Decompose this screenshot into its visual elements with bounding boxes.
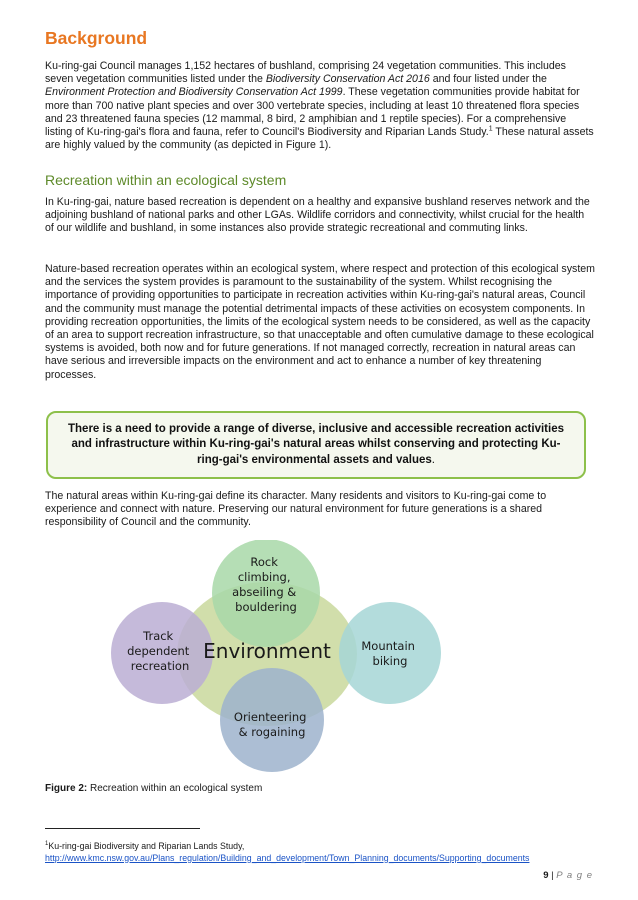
mountain-biking-circle — [339, 602, 441, 704]
key-message-callout: There is a need to provide a range of di… — [46, 411, 586, 479]
mountain-biking-line-1: Mountain — [361, 639, 415, 653]
track-recreation-label: Track dependent recreation — [127, 629, 193, 673]
track-recreation-circle — [111, 602, 213, 704]
track-line-3: recreation — [131, 659, 190, 673]
intro-paragraph: Ku-ring-gai Council manages 1,152 hectar… — [45, 60, 595, 152]
footnote-mark: 1 — [45, 841, 49, 848]
page-word: P a g e — [556, 870, 593, 881]
rock-climbing-label: Rock climbing, abseiling & bouldering — [232, 555, 300, 614]
footnote-link[interactable]: http://www.kmc.nsw.gov.au/Plans_regulati… — [45, 852, 530, 863]
act-title-1: Biodiversity Conservation Act 2016 — [265, 73, 430, 86]
orienteering-line-2: & rogaining — [239, 725, 306, 739]
rock-climbing-circle — [212, 540, 320, 647]
footnote-text: Ku-ring-gai Biodiversity and Riparian La… — [48, 841, 245, 851]
footnote-reference[interactable]: 1 — [488, 125, 493, 133]
recreation-paragraph: In Ku-ring-gai, nature based recreation … — [45, 196, 590, 235]
ecological-system-paragraph: Nature-based recreation operates within … — [45, 263, 595, 381]
rock-climbing-line-2: climbing, — [238, 570, 291, 584]
act-title-2: Environment Protection and Biodiversity … — [45, 86, 343, 99]
figure-caption: Figure 2: Recreation within an ecologica… — [45, 783, 262, 794]
environment-label: Environment — [203, 639, 331, 663]
callout-text: There is a need to provide a range of di… — [66, 422, 566, 469]
orienteering-line-1: Orienteering — [234, 710, 307, 724]
page-number-separator: | — [548, 870, 557, 881]
subsection-heading: Recreation within an ecological system — [45, 172, 287, 188]
track-line-2: dependent — [127, 644, 190, 658]
recreation-diagram: Environment Rock climbing, abseiling & b… — [111, 540, 441, 772]
callout-statement: There is a need to provide a range of di… — [68, 422, 564, 466]
footnote-divider — [45, 828, 200, 829]
section-heading: Background — [45, 28, 148, 48]
intro-text-2: and four listed under the — [429, 73, 547, 86]
page-number-value: 9 — [543, 870, 549, 881]
mountain-biking-label: Mountain biking — [361, 639, 418, 668]
mountain-biking-line-2: biking — [373, 654, 408, 668]
intro-text-4: These natural assets are highly valued b… — [45, 126, 594, 152]
natural-areas-paragraph: The natural areas within Ku-ring-gai def… — [45, 490, 547, 529]
orienteering-circle — [220, 668, 324, 772]
rock-climbing-line-4: bouldering — [235, 600, 297, 614]
page-number: 9 | P a g e — [543, 870, 593, 881]
intro-text-3: . These vegetation communities provide h… — [45, 86, 580, 139]
callout-period: . — [431, 453, 435, 466]
footnote: 1Ku-ring-gai Biodiversity and Riparian L… — [45, 841, 605, 864]
intro-text-1: Ku-ring-gai Council manages 1,152 hectar… — [45, 60, 566, 86]
rock-climbing-line-3: abseiling & — [232, 585, 296, 599]
track-line-1: Track — [142, 629, 173, 643]
figure-caption-text: Recreation within an ecological system — [87, 783, 263, 794]
rock-climbing-line-1: Rock — [250, 555, 278, 569]
figure-label: Figure 2: — [45, 783, 88, 794]
orienteering-label: Orienteering & rogaining — [234, 710, 310, 739]
